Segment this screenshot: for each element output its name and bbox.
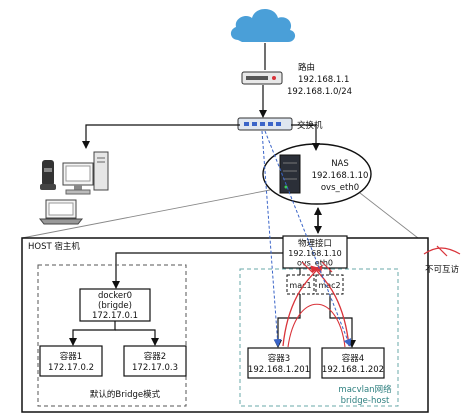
physical-if-iface: ovs_eth0 <box>297 259 333 268</box>
router-subnet: 192.168.1.0/24 <box>287 87 352 97</box>
physical-if-ip: 192.168.1.10 <box>288 249 341 258</box>
mac1-label: mac1 <box>289 281 311 290</box>
link-switch-pc <box>82 124 240 149</box>
macvlan-label-2: bridge-host <box>341 396 390 406</box>
router-ip: 192.168.1.1 <box>298 75 349 85</box>
link-mac2-c4 <box>329 294 356 348</box>
bridge-dashed-box <box>37 264 187 407</box>
host-label: HOST 宿主机 <box>28 241 80 252</box>
physical-if-label: 物理接口 <box>298 238 332 249</box>
link-docker0-c2 <box>115 329 159 346</box>
zoom-line-right <box>359 192 419 239</box>
nas-ip: 192.168.1.10 <box>312 171 369 181</box>
nas-server-icon <box>279 154 301 194</box>
docker0-box <box>79 288 151 322</box>
container2-ip: 172.17.0.3 <box>132 363 178 373</box>
nas-iface: ovs_eth0 <box>321 183 359 193</box>
container3-box <box>247 347 311 379</box>
container1-name: 容器1 <box>60 351 82 362</box>
blue-dashed-switch-c4 <box>264 130 352 347</box>
link-physical-docker0 <box>112 252 283 289</box>
macvlan-label-1: macvlan网络 <box>338 384 392 395</box>
blocked-cross-1 <box>301 261 313 273</box>
phone-icon <box>40 160 56 190</box>
link-switch-nas <box>291 124 320 151</box>
legend-red-line <box>423 247 461 255</box>
docker0-sub: (brigde) <box>98 301 132 311</box>
legend-label: 不可互访 <box>425 264 460 275</box>
container1-ip: 172.17.0.2 <box>48 363 94 373</box>
blocked-cross-2 <box>321 261 333 273</box>
host-box <box>21 237 429 413</box>
blue-dashed-switch-c3 <box>261 130 282 347</box>
container3-name: 容器3 <box>268 353 290 364</box>
bridge-label: 默认的Bridge模式 <box>90 389 161 400</box>
switch-icon <box>237 117 293 131</box>
nas-name: NAS <box>331 159 349 169</box>
container2-box <box>123 345 187 377</box>
docker0-ip: 172.17.0.1 <box>92 311 138 321</box>
cloud-icon <box>230 9 296 42</box>
blocked-arc-c3-c4 <box>287 303 346 348</box>
zoom-line-left <box>21 189 271 239</box>
desktop-computer-icon <box>62 151 109 195</box>
link-docker0-c1 <box>69 321 116 346</box>
router-title: 路由 <box>298 62 315 73</box>
legend-cross <box>436 245 448 257</box>
mac2-box <box>315 274 344 295</box>
router-icon <box>241 71 283 85</box>
container1-box <box>39 345 103 377</box>
container4-box <box>321 347 385 379</box>
blocked-arc-c4-physical <box>310 265 350 347</box>
nas-ellipse <box>262 143 372 205</box>
laptop-icon <box>38 199 84 225</box>
container4-name: 容器4 <box>342 353 364 364</box>
container4-ip: 192.168.1.202 <box>322 365 384 375</box>
container2-name: 容器2 <box>144 351 166 362</box>
container3-ip: 192.168.1.201 <box>248 365 310 375</box>
docker0-name: docker0 <box>98 291 132 301</box>
